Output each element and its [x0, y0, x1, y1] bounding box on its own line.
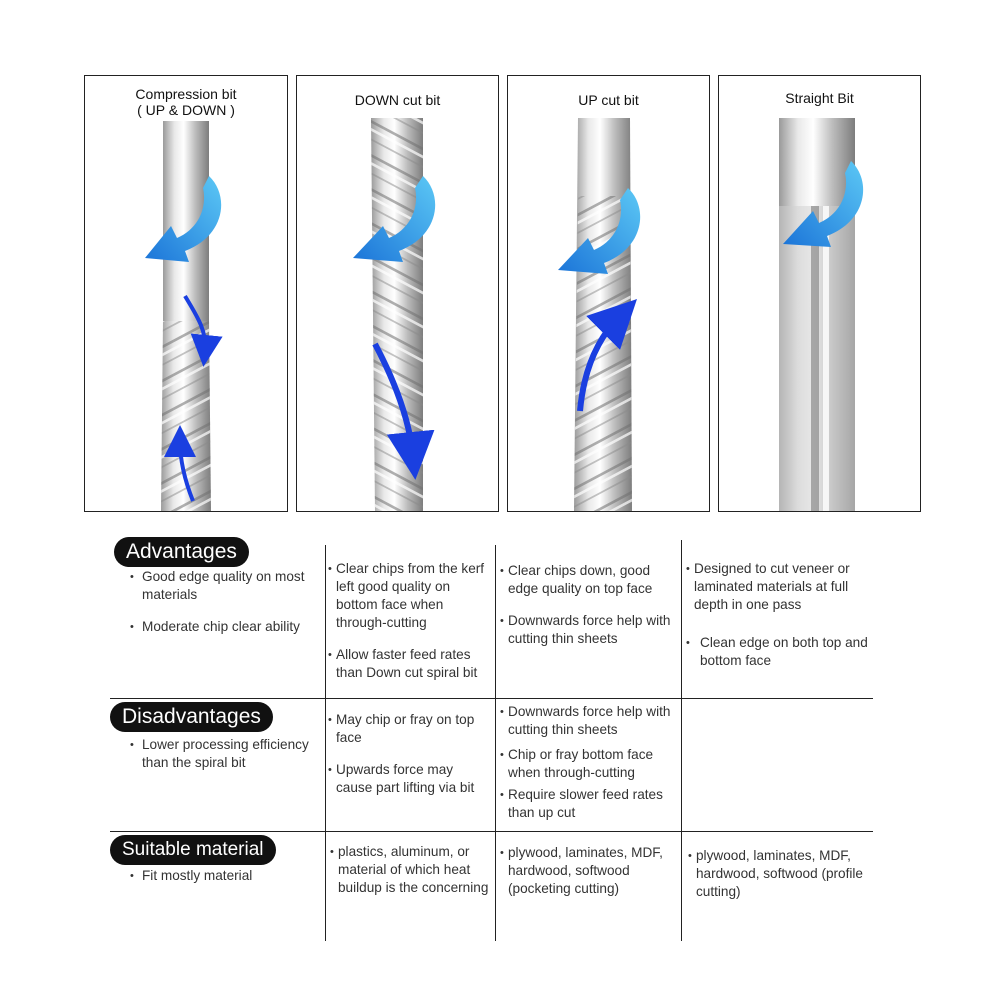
list-item: • Downwards force help with cutting thin … [500, 612, 678, 648]
list-item: • May chip or fray on top face [328, 711, 493, 747]
up-flow-arrow-icon [577, 299, 637, 412]
advantages-general: • Good edge quality on most materials • Mo… [130, 568, 322, 650]
bullet: • [500, 847, 504, 859]
table-divider [681, 540, 683, 941]
disadvantages-general: • Lower processing efficiency than the sp… [130, 736, 324, 786]
suitable-down-cut: • plastics, aluminum, or material of whic… [330, 843, 493, 911]
panel-title: DOWN cut bit [354, 92, 441, 108]
list-item-text: Allow faster feed rates than Down cut sp… [336, 647, 478, 680]
bullet: • [328, 764, 332, 776]
straight-bit-image [779, 118, 864, 511]
list-item: • Downwards force help with cutting thin … [500, 703, 678, 739]
rotation-arrow-icon [558, 188, 641, 274]
table-divider [495, 545, 497, 941]
down-flow-arrow-icon [183, 294, 223, 367]
rotation-arrow-icon [353, 176, 436, 262]
list-item: • Clear chips from the kerf left good qua… [328, 560, 493, 632]
title-line: Compression bit [135, 86, 237, 102]
list-item: • Chip or fray bottom face when through-c… [500, 746, 678, 782]
bullet: • [330, 846, 334, 858]
table-divider [325, 545, 327, 941]
bullet: • [130, 571, 134, 583]
bullet: • [686, 563, 690, 575]
bullet: • [688, 850, 692, 862]
advantages-straight: • Designed to cut veneer or laminated mat… [686, 560, 872, 684]
advantages-up-cut: • Clear chips down, good edge quality on … [500, 562, 678, 662]
rotation-arrow-icon [783, 161, 864, 247]
list-item-text: Clear chips down, good edge quality on t… [508, 563, 653, 596]
list-item: • plywood, laminates, MDF, hardwood, soft… [688, 847, 872, 901]
list-item: • Fit mostly material [130, 867, 324, 885]
panel-title: Compression bit ( UP & DOWN ) [85, 86, 287, 118]
list-item: • plywood, laminates, MDF, hardwood, soft… [500, 844, 680, 898]
list-item-text: Fit mostly material [142, 868, 253, 883]
list-item-text: plastics, aluminum, or material of which… [338, 844, 489, 895]
bullet: • [130, 739, 134, 751]
down-flow-arrow-icon [372, 342, 435, 480]
list-item: • Good edge quality on most materials [130, 568, 322, 604]
list-item-text: Moderate chip clear ability [142, 619, 300, 634]
disadvantages-label: Disadvantages [110, 702, 273, 732]
bullet: • [500, 706, 504, 718]
panel-straight-bit: Straight Bit [718, 75, 921, 512]
bullet: • [130, 870, 134, 882]
disadvantages-up-cut: • Downwards force help with cutting thin … [500, 703, 678, 836]
list-item: • Require slower feed rates than up cut [500, 786, 678, 822]
up-cut-bit-image [558, 118, 641, 511]
bullet: • [500, 789, 504, 801]
list-item-text: Require slower feed rates than up cut [508, 787, 663, 820]
list-item: • Lower processing efficiency than the sp… [130, 736, 324, 772]
panel-up-cut-bit: UP cut bit [507, 75, 710, 512]
title-subline: ( UP & DOWN ) [137, 102, 235, 118]
list-item: • Designed to cut veneer or laminated mat… [686, 560, 872, 614]
bullet: • [500, 615, 504, 627]
list-item-text: Lower processing efficiency than the spi… [142, 737, 309, 770]
list-item-text: Downwards force help with cutting thin s… [508, 704, 671, 737]
suitable-up-cut: • plywood, laminates, MDF, hardwood, soft… [500, 844, 680, 912]
advantages-label: Advantages [114, 537, 249, 567]
list-item-text: Designed to cut veneer or laminated mate… [694, 561, 850, 612]
bullet: • [500, 749, 504, 761]
row-divider [110, 831, 873, 833]
down-cut-bit-image [353, 118, 436, 511]
list-item: • Upwards force may cause part lifting vi… [328, 761, 493, 797]
suitable-material-label: Suitable material [110, 835, 276, 865]
list-item-text: Clear chips from the kerf left good qual… [336, 561, 485, 630]
list-item-text: Good edge quality on most materials [142, 569, 305, 602]
panel-down-cut-bit: DOWN cut bit [296, 75, 499, 512]
list-item: • Clean edge on both top and bottom face [686, 634, 872, 670]
list-item-text: Chip or fray bottom face when through-cu… [508, 747, 654, 780]
bullet: • [130, 621, 134, 633]
disadvantages-down-cut: • May chip or fray on top face • Upwards f… [328, 711, 493, 811]
compression-bit-image [145, 121, 223, 511]
list-item: • Moderate chip clear ability [130, 618, 322, 636]
list-item-text: Downwards force help with cutting thin s… [508, 613, 671, 646]
panel-title: UP cut bit [578, 92, 639, 108]
bullet: • [328, 563, 332, 575]
bullet: • [328, 649, 332, 661]
advantages-down-cut: • Clear chips from the kerf left good qua… [328, 560, 493, 696]
bullet: • [686, 637, 690, 649]
list-item-text: plywood, laminates, MDF, hardwood, softw… [508, 845, 663, 896]
rotation-arrow-icon [145, 176, 222, 262]
panel-title: Straight Bit [785, 90, 854, 106]
list-item-text: Upwards force may cause part lifting via… [336, 762, 475, 795]
list-item: • plastics, aluminum, or material of whic… [330, 843, 493, 897]
bullet: • [328, 714, 332, 726]
bullet: • [500, 565, 504, 577]
row-divider [110, 698, 873, 700]
suitable-general: • Fit mostly material [130, 867, 324, 899]
list-item: • Clear chips down, good edge quality on … [500, 562, 678, 598]
list-item: • Allow faster feed rates than Down cut s… [328, 646, 493, 682]
suitable-straight: • plywood, laminates, MDF, hardwood, soft… [688, 847, 872, 915]
up-flow-arrow-icon [164, 425, 197, 502]
list-item-text: plywood, laminates, MDF, hardwood, softw… [696, 848, 863, 899]
list-item-text: May chip or fray on top face [336, 712, 475, 745]
panel-compression-bit: Compression bit ( UP & DOWN ) [84, 75, 288, 512]
list-item-text: Clean edge on both top and bottom face [700, 635, 868, 668]
